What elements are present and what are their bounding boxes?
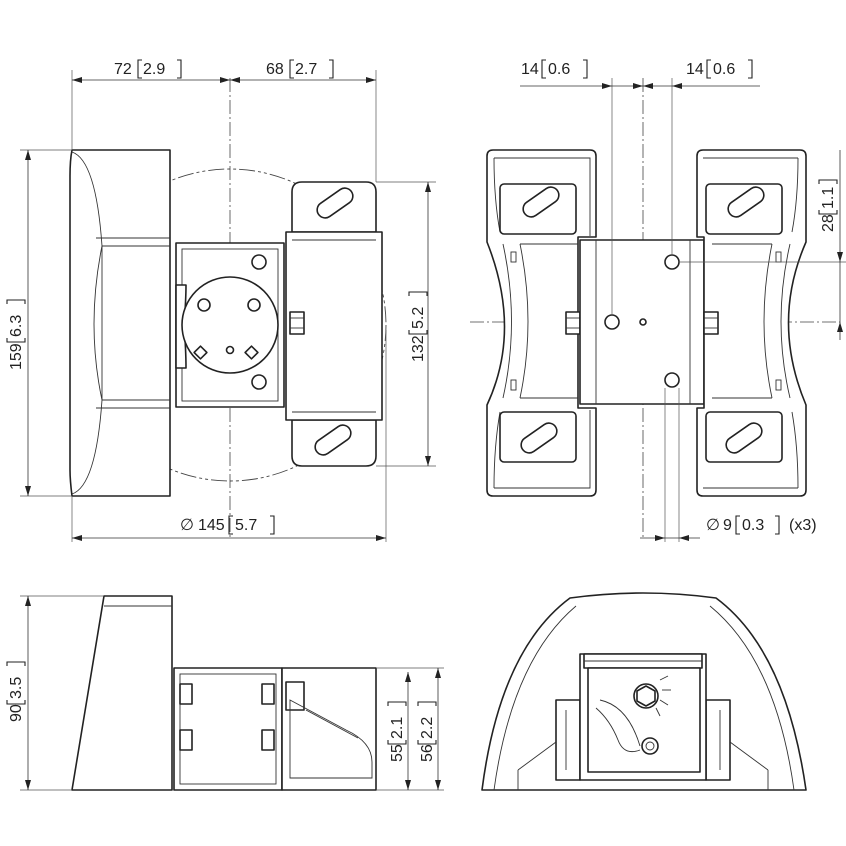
height-dimension-90: 90 3.5: [6, 595, 104, 791]
svg-text:56: 56: [419, 744, 436, 762]
side-base-block: [71, 595, 173, 791]
svg-text:5.7: 5.7: [235, 517, 257, 534]
hole-spacing-dimension: 28 1.1: [679, 150, 846, 340]
svg-text:(x3): (x3): [789, 517, 817, 534]
center-plate: [579, 239, 705, 405]
front-view: 72 2.9 68 2.7 159 6.3: [6, 59, 436, 542]
svg-text:145: 145: [198, 517, 225, 534]
svg-text:0.6: 0.6: [713, 61, 735, 78]
end-bracket: [517, 653, 769, 790]
svg-text:2.7: 2.7: [295, 61, 317, 78]
svg-text:2.1: 2.1: [389, 717, 406, 739]
svg-text:0.6: 0.6: [548, 61, 570, 78]
svg-text:159: 159: [8, 343, 25, 370]
side-view: 90 3.5 55 2.1 56: [6, 595, 444, 791]
base-block: [69, 149, 171, 497]
svg-text:90: 90: [8, 704, 25, 722]
end-view: [481, 592, 807, 791]
svg-text:2.2: 2.2: [419, 717, 436, 739]
dim-72: 72: [114, 61, 132, 78]
side-swivel: [173, 667, 283, 791]
height-dimension-132: 132 5.2: [376, 181, 436, 467]
hole-diameter-dimension: ∅ 9 0.3 (x3): [640, 388, 817, 542]
height-dimension-159: 159 6.3: [6, 149, 72, 497]
depth-dimensions: 55 2.1 56 2.2: [376, 667, 444, 791]
swivel-plate: [175, 242, 285, 408]
svg-text:14: 14: [686, 61, 704, 78]
rotation-disc: [181, 276, 279, 374]
svg-text:28: 28: [820, 214, 837, 232]
dim-68: 68: [266, 61, 284, 78]
diameter-dimension-145: ∅ 145 5.7: [71, 330, 387, 542]
rear-view: 14 0.6 14 0.6 28 1.1: [470, 59, 846, 542]
left-clamp: [486, 149, 597, 497]
offset-dimensions: 14 0.6 14 0.6: [520, 59, 760, 315]
svg-text:2.9: 2.9: [143, 61, 165, 78]
svg-text:∅: ∅: [180, 517, 194, 534]
svg-text:6.3: 6.3: [8, 315, 25, 337]
svg-text:3.5: 3.5: [8, 677, 25, 699]
svg-text:5.2: 5.2: [410, 307, 427, 329]
svg-text:55: 55: [389, 744, 406, 762]
width-dimensions: 72 2.9 68 2.7: [71, 59, 377, 182]
side-bracket: [281, 667, 377, 791]
svg-text:9: 9: [723, 517, 732, 534]
svg-text:∅: ∅: [706, 517, 720, 534]
wall-bracket: [285, 181, 383, 467]
svg-text:1.1: 1.1: [820, 187, 837, 209]
svg-text:0.3: 0.3: [742, 517, 764, 534]
svg-text:132: 132: [410, 335, 427, 362]
right-clamp: [696, 149, 807, 497]
svg-text:14: 14: [521, 61, 539, 78]
